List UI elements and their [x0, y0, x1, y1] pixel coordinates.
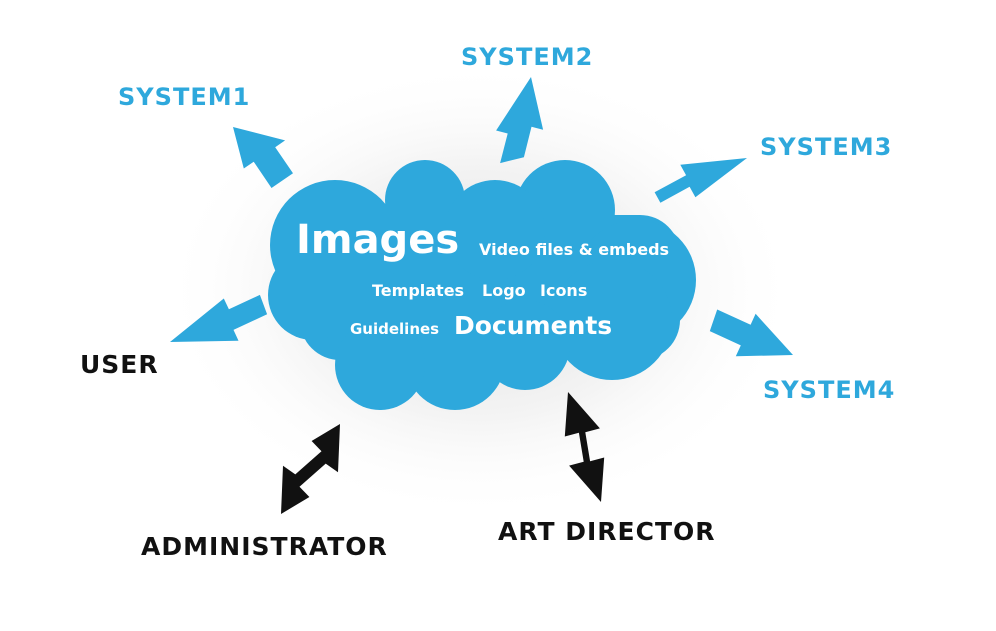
cloud-item-documents: Documents: [454, 311, 612, 340]
arrow-to-system2: [496, 77, 544, 164]
label-system3: SYSTEM3: [760, 133, 892, 161]
arrow-to-user: [170, 294, 268, 342]
arrow-to-system1: [233, 127, 293, 188]
cloud-item-images: Images: [296, 217, 459, 263]
cloud-item-icons: Icons: [540, 281, 587, 300]
label-art-director: ART DIRECTOR: [498, 517, 716, 546]
arrow-to-system4: [709, 309, 793, 357]
cloud-item-logo: Logo: [482, 281, 526, 300]
arrow-to-system3: [654, 158, 747, 203]
label-system1: SYSTEM1: [118, 83, 250, 111]
arrow-art-director: [564, 392, 605, 502]
cloud-shape: [268, 160, 696, 410]
cloud-item-guidelines: Guidelines: [350, 320, 439, 338]
label-system2: SYSTEM2: [461, 43, 593, 71]
label-administrator: ADMINISTRATOR: [141, 532, 388, 561]
label-user: USER: [80, 350, 159, 379]
cloud-item-video-files: Video files & embeds: [479, 240, 669, 259]
arrow-administrator: [281, 424, 340, 514]
label-system4: SYSTEM4: [763, 376, 895, 404]
cloud-item-templates: Templates: [372, 281, 464, 300]
